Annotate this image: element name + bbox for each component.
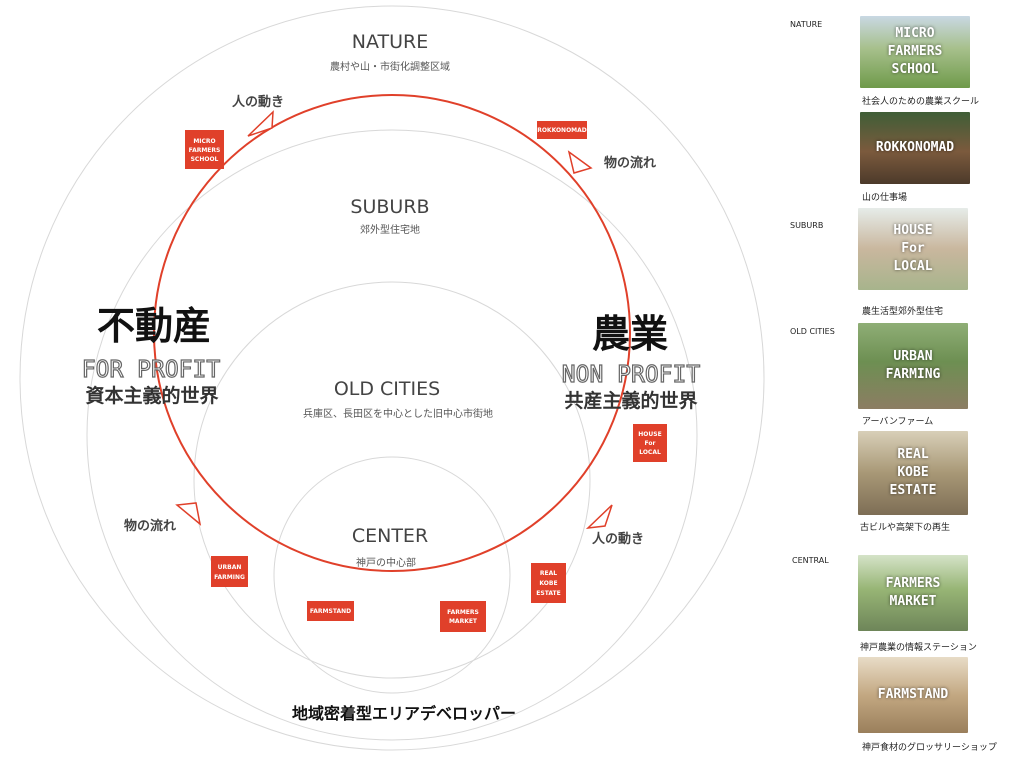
- project-title: REAL KOBE ESTATE: [889, 447, 937, 498]
- tag-text: HOUSE: [638, 431, 661, 438]
- project-caption: 古ビルや高架下の再生: [860, 523, 951, 533]
- tag-text: MICRO: [193, 138, 215, 145]
- ring-sub-suburb: 郊外型住宅地: [360, 223, 420, 236]
- right-english: NON PROFIT: [562, 362, 701, 388]
- tag-text: FARMERS: [447, 609, 479, 616]
- tag-urban-farming[interactable]: URBAN FARMING: [211, 556, 248, 587]
- right-subtitle: 共産主義的世界: [564, 389, 697, 412]
- tag-text: ESTATE: [536, 590, 560, 597]
- tag-text: REAL: [540, 570, 557, 577]
- tag-text: URBAN: [218, 564, 242, 571]
- area-concept-diagram: NATURE 農村や山・市街化調整区域 SUBURB 郊外型住宅地 OLD CI…: [19, 5, 765, 751]
- project-title: HOUSE For LOCAL: [893, 223, 933, 274]
- ring-old-cities: [193, 281, 591, 679]
- ring-nature: [19, 5, 765, 751]
- left-title: 不動産: [97, 304, 211, 348]
- project-caption: 社会人のための農業スクール: [862, 97, 980, 107]
- ring-title-suburb: SUBURB: [350, 196, 429, 218]
- flow-cycle-circle: [153, 94, 631, 572]
- project-card-farmstand[interactable]: FARMSTAND: [858, 657, 968, 733]
- tag-text: For: [645, 440, 656, 447]
- tag-text: ROKKONOMAD: [537, 127, 587, 134]
- tag-rokkonomad[interactable]: ROKKONOMAD: [537, 121, 587, 139]
- tag-text: FARMERS: [189, 147, 221, 154]
- ring-sub-center: 神戸の中心部: [356, 556, 416, 569]
- arrow-goods-top-icon: [567, 150, 593, 174]
- tag-text: MARKET: [449, 618, 478, 625]
- tag-text: KOBE: [539, 580, 557, 587]
- tag-micro-farmers-school[interactable]: MICRO FARMERS SCHOOL: [185, 130, 224, 169]
- project-title: MICRO FARMERS SCHOOL: [887, 26, 943, 77]
- bottom-label: 地域密着型エリアデベロッパー: [292, 704, 516, 723]
- tag-text: LOCAL: [639, 449, 661, 456]
- project-card-urban-farming[interactable]: URBAN FARMING: [858, 323, 968, 409]
- tag-text: FARMSTAND: [310, 608, 351, 615]
- side-category-nature: NATURE: [790, 20, 823, 29]
- project-caption: 山の仕事場: [862, 193, 908, 203]
- project-card-house-for-local[interactable]: HOUSE For LOCAL: [858, 208, 968, 290]
- left-subtitle: 資本主義的世界: [85, 384, 218, 407]
- right-title: 農業: [592, 312, 668, 356]
- arrow-goods-bottom-icon: [175, 502, 202, 526]
- ring-title-center: CENTER: [352, 525, 428, 547]
- project-title: FARMERS MARKET: [885, 576, 941, 609]
- project-card-real-kobe-estate[interactable]: REAL KOBE ESTATE: [858, 431, 968, 515]
- tag-house-for-local[interactable]: HOUSE For LOCAL: [633, 424, 667, 462]
- ring-center: [273, 456, 511, 694]
- ring-title-old-cities: OLD CITIES: [334, 378, 440, 400]
- project-card-rokkonomad[interactable]: ROKKONOMAD: [860, 112, 970, 184]
- arrow-people-top-icon: [247, 110, 274, 137]
- project-title: URBAN FARMING: [885, 349, 941, 382]
- side-category-old-cities: OLD CITIES: [790, 327, 835, 336]
- flow-label-goods-bottom: 物の流れ: [124, 518, 176, 534]
- ring-sub-old-cities: 兵庫区、長田区を中心とした旧中心市街地: [303, 407, 493, 420]
- side-category-central: CENTRAL: [792, 556, 829, 565]
- tag-real-kobe-estate[interactable]: REAL KOBE ESTATE: [531, 563, 566, 603]
- tag-farmers-market[interactable]: FARMERS MARKET: [440, 601, 486, 632]
- tag-farmstand[interactable]: FARMSTAND: [307, 601, 354, 621]
- flow-label-people-top: 人の動き: [232, 94, 284, 110]
- project-card-micro-farmers-school[interactable]: MICRO FARMERS SCHOOL: [860, 16, 970, 88]
- project-caption: 農生活型郊外型住宅: [862, 307, 944, 317]
- ring-title-nature: NATURE: [352, 31, 428, 53]
- project-caption: 神戸農業の情報ステーション: [860, 643, 977, 653]
- tag-text: SCHOOL: [191, 156, 219, 163]
- project-caption: アーバンファーム: [862, 417, 934, 427]
- flow-label-people-bottom: 人の動き: [592, 531, 644, 547]
- project-card-farmers-market[interactable]: FARMERS MARKET: [858, 555, 968, 631]
- flow-label-goods-top: 物の流れ: [604, 155, 656, 171]
- project-title: FARMSTAND: [877, 687, 949, 702]
- ring-sub-nature: 農村や山・市街化調整区域: [330, 60, 450, 73]
- ring-suburb: [86, 129, 698, 741]
- project-caption: 神戸食材のグロッサリーショップ: [862, 743, 997, 753]
- side-category-suburb: SUBURB: [790, 221, 824, 230]
- left-english: FOR PROFIT: [82, 357, 221, 383]
- project-title: ROKKONOMAD: [875, 140, 955, 155]
- arrow-people-bottom-icon: [585, 504, 613, 530]
- tag-text: FARMING: [214, 574, 245, 581]
